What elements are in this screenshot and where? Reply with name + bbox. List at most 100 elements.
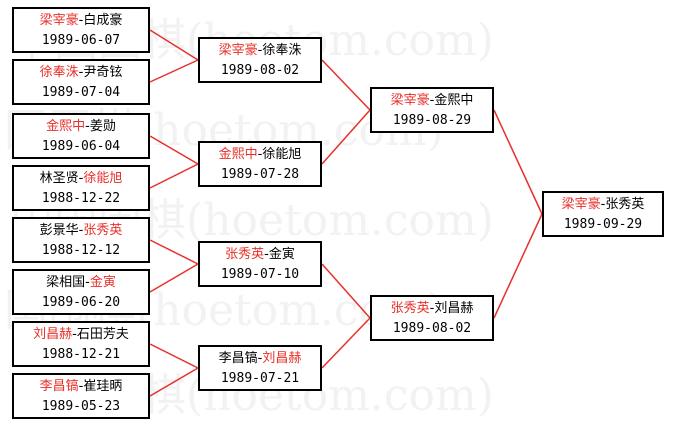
loser-name: 梁相国 [46, 275, 86, 290]
round1-match-box: 徐奉洙-尹奇铉 1989-07-04 [12, 59, 150, 105]
bracket-connector [149, 239, 199, 265]
name-separator: - [78, 379, 84, 394]
round2-match-box: 张秀英-金寅 1989-07-10 [198, 241, 322, 287]
name-separator: - [257, 43, 263, 58]
winner-name: 梁宰豪 [218, 43, 258, 58]
match-players: 金熙中-姜勋 [14, 117, 148, 137]
loser-name: 彭景华 [39, 223, 79, 238]
round1-match-box: 彭景华-张秀英 1988-12-12 [12, 217, 150, 263]
match-date: 1989-08-29 [392, 113, 472, 128]
name-separator: - [85, 275, 90, 290]
match-players: 张秀英-金寅 [200, 245, 320, 265]
winner-name: 张秀英 [225, 247, 265, 262]
round3-match-box: 张秀英-刘昌赫 1989-08-02 [370, 295, 494, 341]
round1-match-box: 金熙中-姜勋 1989-06-04 [12, 113, 150, 159]
name-separator: - [78, 13, 84, 28]
match-players: 刘昌赫-石田芳夫 [14, 325, 148, 345]
winner-name: 张秀英 [390, 301, 430, 316]
bracket-connector [149, 263, 199, 293]
loser-name: 徐能旭 [262, 147, 302, 162]
name-separator: - [78, 171, 84, 186]
loser-name: 徐奉洙 [262, 43, 302, 58]
match-players: 梁宰豪-金熙中 [372, 91, 492, 111]
match-date: 1989-07-21 [220, 371, 300, 386]
match-players: 梁宰豪-徐奉洙 [200, 41, 320, 61]
match-date: 1989-06-04 [41, 139, 121, 154]
match-date: 1989-06-20 [41, 295, 121, 310]
loser-name: 李昌镐 [218, 351, 258, 366]
round1-match-box: 刘昌赫-石田芳夫 1988-12-21 [12, 321, 150, 367]
name-separator: - [600, 197, 606, 212]
name-separator: - [85, 119, 90, 134]
winner-name: 张秀英 [83, 223, 123, 238]
winner-name: 金寅 [89, 275, 116, 290]
match-players: 徐奉洙-尹奇铉 [14, 63, 148, 83]
match-date: 1988-12-21 [41, 347, 121, 362]
winner-name: 刘昌赫 [262, 351, 302, 366]
match-date: 1989-06-07 [41, 33, 121, 48]
final-match-box: 梁宰豪-张秀英 1989-09-29 [542, 191, 664, 237]
loser-name: 姜勋 [89, 119, 116, 134]
winner-name: 梁宰豪 [390, 93, 430, 108]
loser-name: 尹奇铉 [83, 65, 123, 80]
loser-name: 石田芳夫 [76, 327, 129, 342]
winner-name: 徐能旭 [83, 171, 123, 186]
name-separator: - [78, 223, 84, 238]
name-separator: - [264, 247, 269, 262]
loser-name: 崔珪昞 [83, 379, 123, 394]
match-players: 张秀英-刘昌赫 [372, 299, 492, 319]
winner-name: 梁宰豪 [39, 13, 79, 28]
round2-match-box: 梁宰豪-徐奉洙 1989-08-02 [198, 37, 322, 83]
round1-match-box: 林圣贤-徐能旭 1988-12-22 [12, 165, 150, 211]
match-players: 梁宰豪-张秀英 [544, 195, 662, 215]
match-date: 1989-07-10 [220, 267, 300, 282]
round3-match-box: 梁宰豪-金熙中 1989-08-29 [370, 87, 494, 133]
name-separator: - [429, 93, 435, 108]
match-date: 1989-08-02 [392, 321, 472, 336]
bracket-connector [493, 213, 543, 319]
bracket-connector [493, 109, 543, 215]
match-players: 彭景华-张秀英 [14, 221, 148, 241]
match-date: 1989-08-02 [220, 63, 300, 78]
bracket-connector [321, 317, 371, 369]
round1-match-box: 李昌镐-崔珪昞 1989-05-23 [12, 373, 150, 419]
match-date: 1989-05-23 [41, 399, 121, 414]
winner-name: 刘昌赫 [33, 327, 73, 342]
match-date: 1989-07-28 [220, 167, 300, 182]
name-separator: - [257, 351, 263, 366]
match-date: 1989-07-04 [41, 85, 121, 100]
winner-name: 李昌镐 [39, 379, 79, 394]
loser-name: 刘昌赫 [434, 301, 474, 316]
round1-match-box: 梁宰豪-白成豪 1989-06-07 [12, 7, 150, 53]
match-players: 李昌镐-崔珪昞 [14, 377, 148, 397]
loser-name: 金熙中 [434, 93, 474, 108]
bracket-connector [321, 59, 371, 111]
loser-name: 金寅 [268, 247, 295, 262]
winner-name: 徐奉洙 [39, 65, 79, 80]
name-separator: - [78, 65, 84, 80]
match-date: 1988-12-12 [41, 243, 121, 258]
bracket-connector [149, 163, 199, 189]
match-players: 林圣贤-徐能旭 [14, 169, 148, 189]
bracket-connector [149, 367, 199, 397]
winner-name: 金熙中 [46, 119, 86, 134]
winner-name: 金熙中 [218, 147, 258, 162]
name-separator: - [429, 301, 435, 316]
loser-name: 张秀英 [605, 197, 645, 212]
bracket-connector [149, 59, 199, 83]
match-players: 梁相国-金寅 [14, 273, 148, 293]
match-players: 李昌镐-刘昌赫 [200, 349, 320, 369]
bracket-connector [321, 109, 371, 165]
bracket-connector [149, 29, 199, 61]
loser-name: 白成豪 [83, 13, 123, 28]
round2-match-box: 李昌镐-刘昌赫 1989-07-21 [198, 345, 322, 391]
match-date: 1988-12-22 [41, 191, 121, 206]
winner-name: 梁宰豪 [561, 197, 601, 212]
bracket-connector [321, 263, 371, 319]
name-separator: - [72, 327, 77, 342]
match-players: 梁宰豪-白成豪 [14, 11, 148, 31]
match-date: 1989-09-29 [563, 217, 643, 232]
round1-match-box: 梁相国-金寅 1989-06-20 [12, 269, 150, 315]
